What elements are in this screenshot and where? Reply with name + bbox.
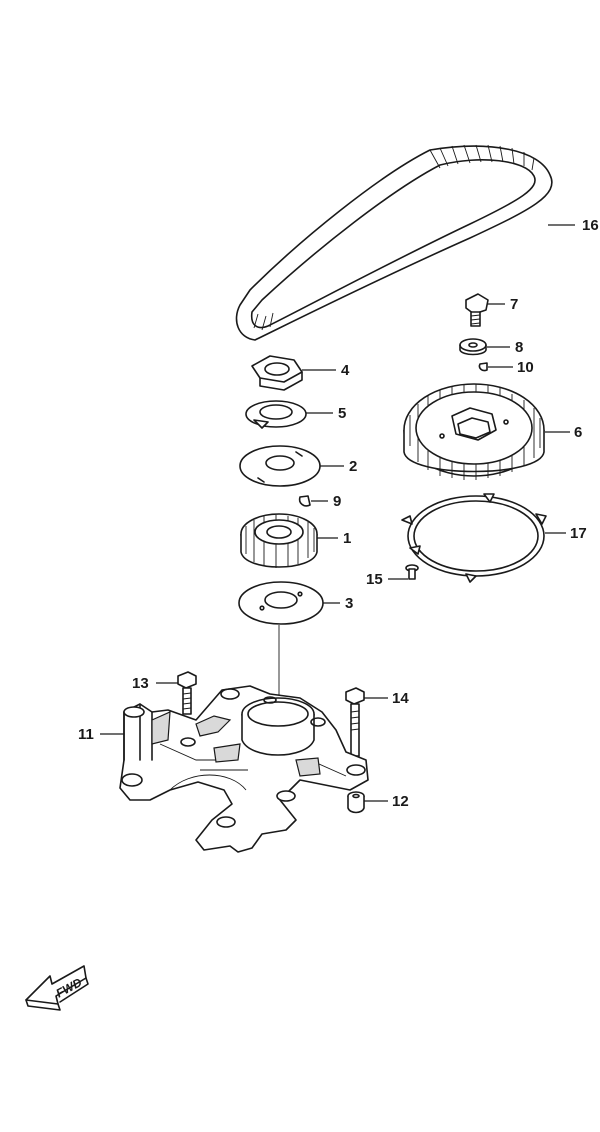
label-17: 17 — [570, 525, 587, 542]
key-10-part[interactable] — [478, 362, 488, 372]
large-pulley-part[interactable] — [403, 383, 545, 480]
label-7: 7 — [510, 296, 518, 313]
bushing-12-part[interactable] — [347, 791, 365, 814]
label-12: 12 — [392, 793, 409, 810]
ring-17-part[interactable] — [401, 493, 547, 583]
label-13: 13 — [132, 675, 149, 692]
label-1: 1 — [343, 530, 351, 547]
label-3: 3 — [345, 595, 353, 612]
label-16: 16 — [582, 217, 599, 234]
plate-3-part[interactable] — [238, 581, 324, 625]
fwd-arrow-icon: FWD — [25, 965, 89, 1011]
label-5: 5 — [338, 405, 346, 422]
small-sprocket-1-part[interactable] — [240, 513, 318, 568]
bolt-14-part[interactable] — [345, 687, 365, 757]
label-11: 11 — [78, 726, 94, 743]
label-14: 14 — [392, 690, 409, 707]
lock-washer-5-part[interactable] — [245, 400, 307, 429]
label-9: 9 — [333, 493, 341, 510]
label-8: 8 — [515, 339, 523, 356]
label-2: 2 — [349, 458, 357, 475]
mounting-bracket-11-part[interactable] — [119, 685, 369, 853]
screw-15-part[interactable] — [405, 564, 419, 580]
key-9-part[interactable] — [298, 495, 311, 507]
bolt-13-part[interactable] — [177, 671, 197, 715]
nut-4-part[interactable] — [251, 355, 303, 391]
bolt-7-part[interactable] — [465, 293, 489, 327]
label-10: 10 — [517, 359, 534, 376]
label-4: 4 — [341, 362, 350, 379]
label-15: 15 — [366, 571, 383, 588]
timing-belt-part[interactable] — [235, 144, 553, 341]
plate-2-part[interactable] — [239, 445, 321, 487]
label-6: 6 — [574, 424, 582, 441]
washer-8-part[interactable] — [459, 338, 487, 356]
